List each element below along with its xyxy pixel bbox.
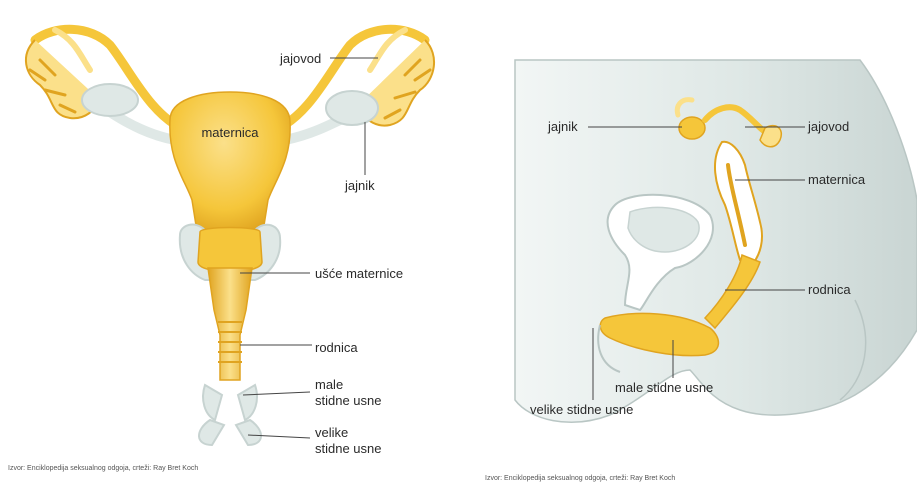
uterus-label-right: maternica [808,172,865,188]
frontal-anatomy-illustration [0,0,460,487]
labia-majora-label-line1: velike [315,425,348,441]
labia-majora-shape [199,420,261,445]
uterus-body [170,92,290,238]
labia-minora-label-line1: male [315,377,343,393]
labia-minora-label-right: male stidne usne [615,380,713,396]
fallopian-tube-label-right: jajovod [808,119,849,135]
sagittal-view-panel: jajnik jajovod maternica rodnica male st… [460,0,917,487]
frontal-view-panel: maternica jajovod jajnik ušće maternice … [0,0,460,487]
source-credit-left: Izvor: Enciklopedija seksualnog odgoja, … [8,465,198,472]
vagina-label-right: rodnica [808,282,851,298]
ovary-label: jajnik [345,178,375,194]
source-credit-right: Izvor: Enciklopedija seksualnog odgoja, … [485,475,675,482]
vaginal-canal [208,268,252,380]
cervix [198,228,262,272]
sagittal-anatomy-illustration [460,0,917,487]
labia-minora-label-line2: stidne usne [315,393,382,409]
uterus-label: maternica [201,125,258,141]
vagina-label: rodnica [315,340,358,356]
labia-majora-label-line2: stidne usne [315,441,382,457]
labia-majora-label-right: velike stidne usne [530,402,633,418]
cervix-label: ušće maternice [315,266,403,282]
body-silhouette [515,60,917,422]
labia-minora-shape [203,385,257,420]
ovary-label-right: jajnik [548,119,578,135]
fallopian-tube-label: jajovod [280,51,321,67]
